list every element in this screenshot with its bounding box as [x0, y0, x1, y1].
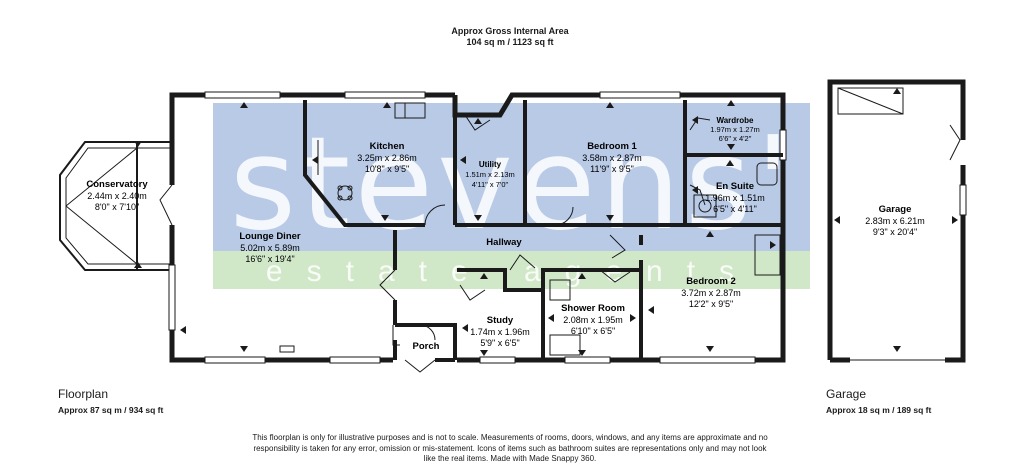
- study-name: Study: [487, 315, 514, 326]
- ensuite-metric: 1.96m x 1.51m: [705, 193, 765, 203]
- bedroom1-name: Bedroom 1: [587, 141, 637, 152]
- ensuite-name: En Suite: [716, 181, 754, 192]
- arrow-icon: [474, 118, 482, 124]
- shower-imperial: 6'10" x 6'5": [571, 326, 615, 336]
- arrow-icon: [706, 231, 714, 237]
- total-area: 104 sq m / 1123 sq ft: [466, 37, 554, 47]
- hallway-name: Hallway: [486, 237, 522, 248]
- toilet-icon: [756, 162, 778, 186]
- floorplan-label: Floorplan: [58, 387, 109, 401]
- utility-imperial: 4'11" x 7'0": [472, 180, 509, 189]
- arrow-icon: [606, 102, 614, 108]
- basin-icon: [693, 194, 717, 218]
- arrow-icon: [548, 314, 554, 322]
- arrow-icon: [578, 273, 586, 279]
- arrow-icon: [134, 262, 142, 268]
- watermark-brand: stevens': [229, 110, 794, 259]
- arrow-icon: [727, 100, 735, 106]
- shower-name: Shower Room: [561, 303, 625, 314]
- garage-imperial: 9'3" x 20'4": [873, 227, 917, 237]
- bedroom2-wardrobe-icon: [754, 234, 781, 276]
- windows: [168, 91, 787, 364]
- arrow-icon: [474, 215, 482, 221]
- lounge-imperial: 16'6" x 19'4": [245, 254, 294, 264]
- arrow-icon: [462, 324, 468, 332]
- bedroom1-imperial: 11'9" x 9'5": [590, 164, 634, 174]
- arrow-icon: [134, 141, 142, 147]
- utility-metric: 1.51m x 2.13m: [465, 170, 515, 179]
- arrow-icon: [480, 273, 488, 279]
- lounge-name: Lounge Diner: [239, 231, 301, 242]
- study-metric: 1.74m x 1.96m: [470, 327, 530, 337]
- arrow-icon: [381, 215, 389, 221]
- arrow-icon: [726, 160, 734, 166]
- shower-metric: 2.08m x 1.95m: [563, 315, 623, 325]
- arrow-icon: [834, 216, 840, 224]
- conservatory-structure: [59, 141, 172, 271]
- dimension-arrows: [134, 88, 958, 356]
- garage-metric: 2.83m x 6.21m: [865, 216, 925, 226]
- wardrobe-imperial: 6'6" x 4'2": [719, 134, 752, 143]
- garage-label: Garage: [826, 387, 867, 401]
- disclaimer-text: This floorplan is only for illustrative …: [252, 433, 768, 463]
- arrow-icon: [706, 346, 714, 352]
- floorplan-area: Approx 87 sq m / 934 sq ft: [58, 405, 164, 415]
- arrow-icon: [240, 346, 248, 352]
- garage-name: Garage: [879, 204, 912, 215]
- study-imperial: 5'9" x 6'5": [480, 338, 519, 348]
- arrow-icon: [578, 350, 586, 356]
- watermark-tagline: estate agents: [266, 255, 758, 288]
- conservatory-name: Conservatory: [86, 179, 148, 190]
- lounge-metric: 5.02m x 5.89m: [240, 243, 300, 253]
- arrow-icon: [692, 186, 698, 194]
- conservatory-imperial: 8'0" x 7'10": [95, 202, 139, 212]
- arrow-icon: [952, 216, 958, 224]
- wardrobe-metric: 1.97m x 1.27m: [710, 125, 760, 134]
- hob-icon: [337, 185, 353, 201]
- arrow-icon: [460, 156, 466, 164]
- bedroom2-metric: 3.72m x 2.87m: [681, 288, 741, 298]
- conservatory-metric: 2.44m x 2.40m: [87, 191, 147, 201]
- fixtures: [279, 102, 781, 356]
- arrow-icon: [312, 156, 318, 164]
- arrow-icon: [893, 88, 901, 94]
- sink-icon: [394, 102, 426, 119]
- arrow-icon: [383, 102, 391, 108]
- porch-name: Porch: [413, 341, 440, 352]
- bedroom2-name: Bedroom 2: [686, 276, 736, 287]
- radiator-icon: [279, 345, 295, 353]
- arrow-icon: [180, 326, 186, 334]
- arrow-icon: [770, 241, 776, 249]
- arrow-icon: [648, 306, 654, 314]
- area-heading: Approx Gross Internal Area: [451, 26, 569, 36]
- kitchen-imperial: 10'8" x 9'5": [365, 164, 409, 174]
- arrow-icon: [240, 102, 248, 108]
- garage-structure: [827, 79, 967, 363]
- arrow-icon: [893, 346, 901, 352]
- arrow-icon: [606, 215, 614, 221]
- watermark-green-band: [213, 251, 810, 289]
- interior-walls: [303, 100, 783, 360]
- arrow-icon: [692, 116, 698, 124]
- arrow-icon: [630, 314, 636, 322]
- wardrobe-name: Wardrobe: [716, 116, 754, 125]
- garage-area: Approx 18 sq m / 189 sq ft: [826, 405, 932, 415]
- kitchen-metric: 3.25m x 2.86m: [357, 153, 417, 163]
- shower-room-toilet-icon: [549, 334, 581, 356]
- utility-name: Utility: [479, 160, 502, 169]
- bedroom2-imperial: 12'2" x 9'5": [689, 299, 733, 309]
- kitchen-name: Kitchen: [370, 141, 405, 152]
- bedroom1-metric: 3.58m x 2.87m: [582, 153, 642, 163]
- arrow-icon: [727, 144, 735, 150]
- room-labels: Conservatory 2.44m x 2.40m 8'0" x 7'10" …: [86, 116, 924, 352]
- ensuite-imperial: 6'5" x 4'11": [713, 204, 757, 214]
- shower-icon: [549, 279, 571, 301]
- arrow-icon: [480, 350, 488, 356]
- porch-structure: [393, 340, 455, 362]
